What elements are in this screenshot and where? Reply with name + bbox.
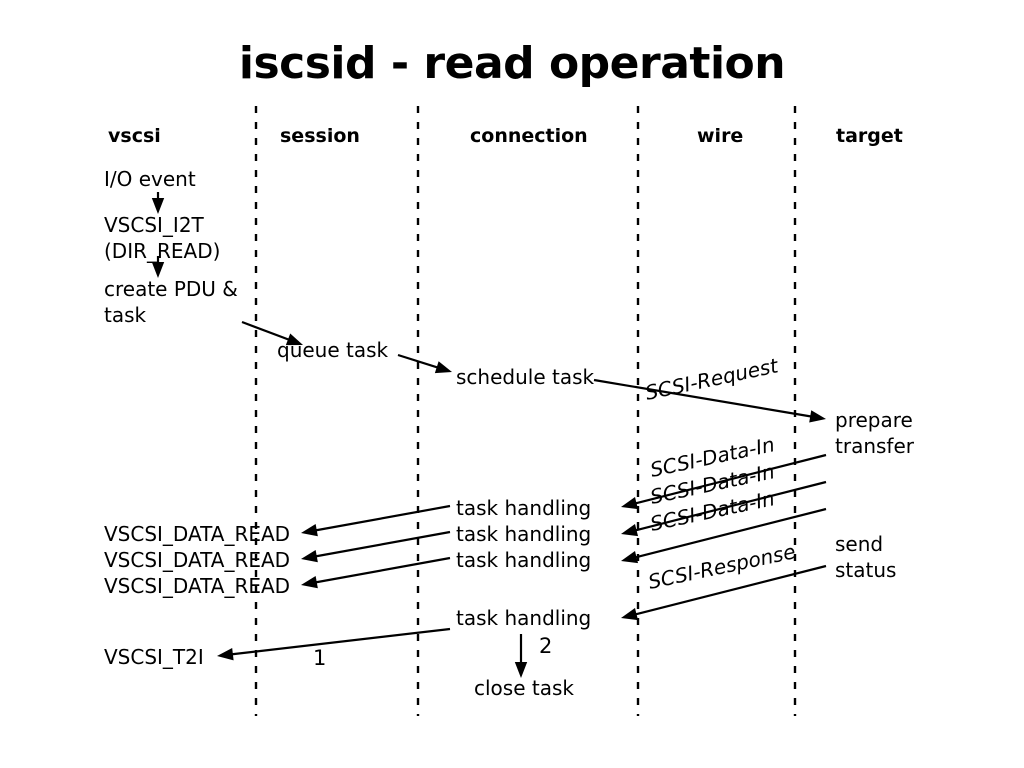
vscsi-data-read-3: VSCSI_DATA_READ: [104, 574, 290, 598]
arrow-response: [621, 564, 827, 621]
arrow-conn-to-vscsi-3: [301, 556, 451, 589]
lifeline-header-wire: wire: [697, 125, 743, 147]
task-handling-2: task handling: [456, 522, 591, 546]
scsi-response-label: SCSI-Response: [646, 539, 798, 594]
create-pdu-task-line-2: task: [104, 303, 147, 327]
arrow-conn-to-vscsi-3-line: [312, 556, 451, 584]
arrow-conn-to-t2i-line: [228, 627, 451, 656]
lifeline-headers: vscsi session connection wire target: [108, 125, 903, 147]
create-pdu-task-line-1: create PDU &: [104, 277, 238, 301]
vscsi-t2i: VSCSI_T2I: [104, 645, 204, 669]
arrow-queue-to-schedule-line: [397, 353, 441, 370]
arrow-data-in-3: [621, 507, 827, 564]
arrow-data-in-2-head: [621, 524, 639, 537]
arrow-conn-to-vscsi-1: [301, 504, 451, 537]
schedule-task: schedule task: [456, 365, 595, 389]
arrow-conn-to-t2i: [217, 627, 451, 661]
io-event: I/O event: [104, 167, 196, 191]
arrow-schedule-to-target: [593, 378, 826, 423]
prepare-transfer-line-1: prepare: [835, 408, 913, 432]
arrow-queue-to-schedule-head: [434, 361, 452, 374]
vscsi-i2t-line-1: VSCSI_I2T: [104, 213, 205, 237]
arrow-data-in-1-line: [632, 453, 827, 506]
message-arrows: [151, 192, 827, 678]
arrow-create-to-queue: [241, 320, 303, 346]
arrow-conn-to-vscsi-3-head: [301, 576, 318, 589]
step-number-1: 1: [313, 646, 326, 670]
vscsi-data-read-1: VSCSI_DATA_READ: [104, 522, 290, 546]
arrow-handling-to-close: [514, 634, 528, 678]
arrow-queue-to-schedule: [397, 353, 452, 374]
send-status-line-2: status: [835, 558, 896, 582]
arrow-io-to-i2t: [151, 192, 165, 214]
lifelines-group: [254, 106, 797, 716]
lifeline-header-session: session: [280, 125, 360, 147]
task-handling-3: task handling: [456, 548, 591, 572]
arrow-response-line: [632, 564, 827, 617]
lifeline-header-connection: connection: [470, 125, 588, 147]
arrow-data-in-1: [621, 453, 827, 510]
arrow-data-in-1-head: [621, 497, 639, 510]
queue-task: queue task: [277, 338, 389, 362]
arrow-data-in-3-line: [632, 507, 827, 560]
step-number-2: 2: [539, 634, 552, 658]
arrow-i2t-to-create: [151, 256, 165, 278]
arrow-response-head: [621, 608, 639, 621]
arrow-handling-to-close-head: [514, 662, 528, 678]
arrow-io-to-i2t-head: [151, 198, 165, 214]
arrow-data-in-2-line: [632, 480, 827, 533]
task-handling-4: task handling: [456, 606, 591, 630]
arrow-data-in-2: [621, 480, 827, 537]
arrow-conn-to-t2i-head: [217, 647, 234, 661]
arrow-conn-to-vscsi-2-head: [301, 550, 318, 563]
arrow-conn-to-vscsi-2: [301, 530, 451, 563]
arrow-conn-to-vscsi-1-head: [301, 524, 318, 537]
vscsi-i2t-line-2: (DIR_READ): [104, 239, 220, 263]
close-task: close task: [474, 676, 574, 700]
vscsi-data-read-2: VSCSI_DATA_READ: [104, 548, 290, 572]
prepare-transfer-line-2: transfer: [835, 434, 915, 458]
arrow-conn-to-vscsi-2-line: [312, 530, 451, 558]
protocol-labels: SCSI-RequestSCSI-Data-InSCSI-Data-InSCSI…: [643, 353, 798, 594]
lifeline-header-vscsi: vscsi: [108, 125, 161, 147]
arrow-schedule-to-target-line: [593, 378, 815, 419]
arrow-schedule-to-target-head: [809, 410, 826, 423]
task-handling-1: task handling: [456, 496, 591, 520]
page-title: iscsid - read operation: [239, 38, 785, 89]
arrow-conn-to-vscsi-1-line: [312, 504, 451, 532]
scsi-request-label: SCSI-Request: [643, 353, 781, 405]
arrow-i2t-to-create-head: [151, 262, 165, 278]
arrow-data-in-3-head: [621, 551, 639, 564]
arrow-create-to-queue-head: [285, 333, 303, 346]
send-status-line-1: send: [835, 532, 883, 556]
lifeline-header-target: target: [836, 125, 903, 147]
arrow-create-to-queue-line: [241, 320, 293, 342]
